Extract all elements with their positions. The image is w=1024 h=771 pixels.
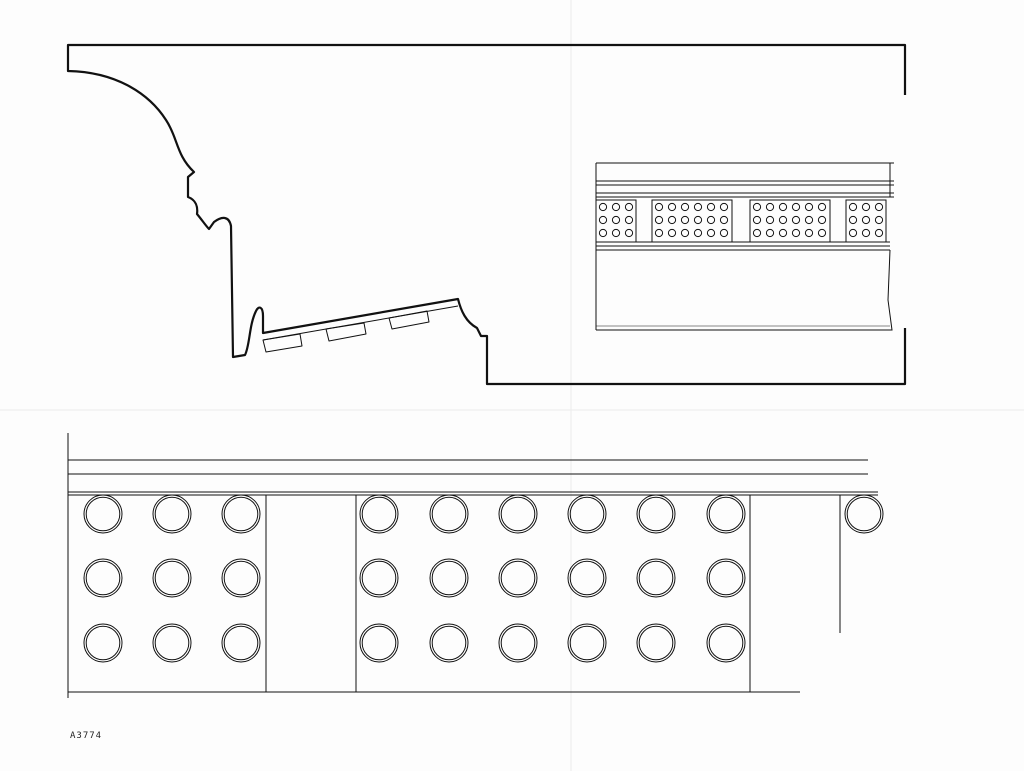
rosette [152, 558, 192, 598]
small-rosette [804, 215, 814, 225]
small-rosette [765, 228, 775, 238]
large-coffer-panels [265, 495, 841, 692]
rosette [567, 558, 607, 598]
small-rosette [598, 202, 608, 212]
small-rosette [848, 215, 858, 225]
rosette [636, 494, 676, 534]
small-rosette [778, 202, 788, 212]
small-rosette [706, 228, 716, 238]
small-rosette [693, 215, 703, 225]
small-rosette [791, 202, 801, 212]
rosette [429, 623, 469, 663]
soffit-blocks [262, 305, 459, 353]
rosette [83, 623, 123, 663]
rosette [498, 494, 538, 534]
small-rosette [848, 202, 858, 212]
rosette [636, 623, 676, 663]
rosette [498, 623, 538, 663]
coffer-elevation-large [67, 433, 884, 698]
small-rosette [654, 202, 664, 212]
small-rosette [624, 202, 634, 212]
small-rosette [817, 228, 827, 238]
large-rosettes [83, 494, 884, 663]
cornice-profile-section [66, 43, 907, 386]
cornice-profile-outline [66, 43, 907, 386]
small-rosette [680, 202, 690, 212]
small-rosette [874, 228, 884, 238]
rosette [429, 558, 469, 598]
small-rosette [861, 228, 871, 238]
rosette [83, 558, 123, 598]
small-rosette [719, 215, 729, 225]
small-rosette [624, 228, 634, 238]
small-rosette [752, 228, 762, 238]
small-rosette [719, 202, 729, 212]
rosette [567, 623, 607, 663]
small-rosette [778, 228, 788, 238]
small-rosette [680, 228, 690, 238]
rosette [498, 558, 538, 598]
small-rosette [611, 202, 621, 212]
small-rosette [624, 215, 634, 225]
small-rosette [598, 228, 608, 238]
small-rosette [817, 215, 827, 225]
small-rosette [706, 202, 716, 212]
small-rosette [667, 228, 677, 238]
small-rosette [654, 215, 664, 225]
small-rosette [804, 202, 814, 212]
small-rosette [765, 215, 775, 225]
small-rosette [848, 228, 858, 238]
small-rosette [817, 202, 827, 212]
small-rosette [804, 228, 814, 238]
small-rosette [874, 215, 884, 225]
elevation-detail-small [595, 162, 894, 331]
small-rosette [719, 228, 729, 238]
rosette [359, 494, 399, 534]
small-rosette [611, 215, 621, 225]
small-rosette [667, 202, 677, 212]
small-rosette [611, 228, 621, 238]
rosette [221, 494, 261, 534]
rosette [429, 494, 469, 534]
rosette [706, 558, 746, 598]
rosette [221, 623, 261, 663]
small-rosette [861, 215, 871, 225]
small-rosette [654, 228, 664, 238]
small-rosette [752, 202, 762, 212]
small-rosette [791, 215, 801, 225]
rosette [152, 494, 192, 534]
rosette [152, 623, 192, 663]
rosette [567, 494, 607, 534]
small-rosette [667, 215, 677, 225]
rosette [706, 623, 746, 663]
rosette [706, 494, 746, 534]
rosette [83, 494, 123, 534]
rosette [844, 494, 884, 534]
small-rosette [765, 202, 775, 212]
small-rosette [778, 215, 788, 225]
small-rosette [752, 215, 762, 225]
small-rosettes [598, 202, 884, 238]
small-rosette [598, 215, 608, 225]
small-rosette [693, 228, 703, 238]
small-rosette [680, 215, 690, 225]
small-rosette [791, 228, 801, 238]
small-rosette [706, 215, 716, 225]
rosette [359, 623, 399, 663]
rosette [359, 558, 399, 598]
small-coffer-panels [595, 199, 887, 243]
small-rosette [861, 202, 871, 212]
rosette [636, 558, 676, 598]
catalog-number-label: A3774 [70, 731, 103, 741]
rosette [221, 558, 261, 598]
small-rosette [693, 202, 703, 212]
small-rosette [874, 202, 884, 212]
